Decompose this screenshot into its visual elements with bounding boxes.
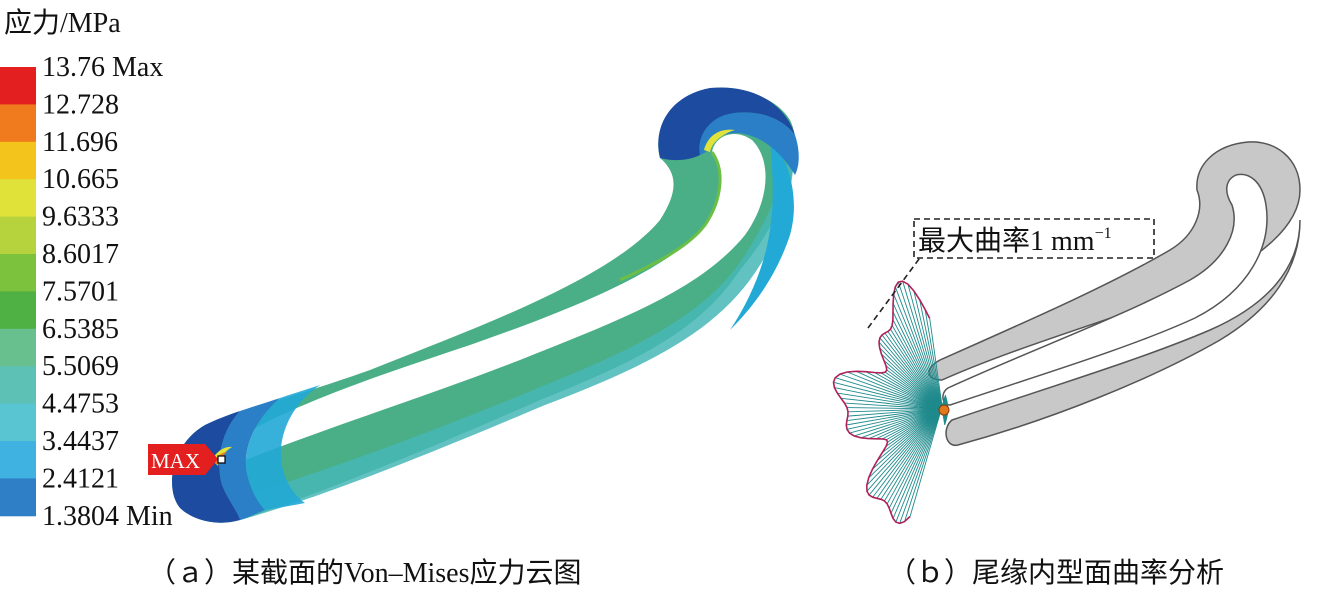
max-curvature-marker bbox=[938, 404, 950, 416]
comb-line bbox=[834, 387, 949, 412]
blade-nose-cyan bbox=[245, 385, 320, 510]
legend-swatch bbox=[0, 328, 36, 367]
legend-label: 8.6017 bbox=[42, 239, 119, 270]
comb-line bbox=[894, 286, 947, 423]
legend-label: 11.696 bbox=[42, 127, 118, 158]
blade-nose-blue bbox=[219, 398, 280, 520]
legend-swatch bbox=[0, 67, 36, 105]
gray-section-lower bbox=[945, 219, 1301, 446]
blade-hook-blue bbox=[699, 112, 799, 175]
stress-legend: 应力/MPa 13.76 Max 12.728 11.696 10.665 9.6333… bbox=[0, 7, 173, 532]
legend-label: 6.5385 bbox=[42, 314, 119, 345]
max-tag-label: MAX bbox=[151, 449, 200, 473]
blade-outer-edge-blue bbox=[730, 140, 794, 330]
legend-labels: 13.76 Max 12.728 11.696 10.665 9.6333 8.6017 7… bbox=[42, 52, 173, 532]
legend-label: 2.4121 bbox=[42, 463, 119, 494]
comb-line bbox=[907, 284, 946, 424]
legend-label: 4.4753 bbox=[42, 389, 119, 420]
comb-line bbox=[897, 281, 947, 423]
stress-contour-blade: MAX bbox=[148, 87, 799, 523]
comb-line bbox=[833, 381, 949, 412]
blade-lower-band bbox=[230, 120, 794, 520]
legend-label: 3.4437 bbox=[42, 426, 119, 457]
blade-hook-highlight bbox=[704, 129, 735, 152]
legend-label: 10.665 bbox=[42, 164, 119, 195]
annotation-box bbox=[913, 218, 1155, 259]
legend-swatch bbox=[0, 441, 36, 479]
gray-section-cavity bbox=[942, 173, 1268, 406]
legend-label: 13.76 Max bbox=[42, 52, 163, 83]
max-tag: MAX bbox=[148, 444, 226, 475]
legend-swatches bbox=[0, 67, 36, 517]
comb-line bbox=[913, 290, 946, 424]
legend-swatch bbox=[0, 179, 36, 218]
annotation-leader-line bbox=[867, 254, 923, 329]
comb-line bbox=[902, 281, 946, 423]
legend-swatch bbox=[0, 366, 36, 405]
legend-swatch bbox=[0, 141, 36, 180]
legend-label: 1.3804 Min bbox=[42, 501, 173, 532]
legend-label: 5.5069 bbox=[42, 351, 119, 382]
curvature-comb bbox=[833, 281, 949, 524]
legend-swatch bbox=[0, 104, 36, 143]
curvature-envelope bbox=[832, 280, 931, 525]
legend-label: 9.6333 bbox=[42, 202, 119, 233]
legend-swatch bbox=[0, 291, 36, 330]
legend-swatch bbox=[0, 478, 36, 517]
legend-title: 应力/MPa bbox=[4, 7, 121, 39]
legend-swatch bbox=[0, 254, 36, 292]
legend-label: 12.728 bbox=[42, 89, 119, 120]
comb-line bbox=[835, 377, 949, 413]
legend-swatch bbox=[0, 403, 36, 442]
curvature-analysis: 最大曲率1 mm−1 bbox=[832, 141, 1301, 525]
legend-swatch bbox=[0, 216, 36, 255]
caption-a: （ａ）某截面的Von–Mises应力云图 bbox=[148, 557, 582, 589]
annotation-text: 最大曲率1 mm−1 bbox=[918, 225, 1112, 257]
blade-hook-dark-blue bbox=[658, 87, 795, 161]
blade-cavity-edge-green bbox=[619, 151, 722, 282]
caption-b: （ｂ）尾缘内型面曲率分析 bbox=[888, 557, 1224, 589]
comb-line bbox=[893, 294, 947, 422]
legend-label: 7.5701 bbox=[42, 276, 119, 307]
